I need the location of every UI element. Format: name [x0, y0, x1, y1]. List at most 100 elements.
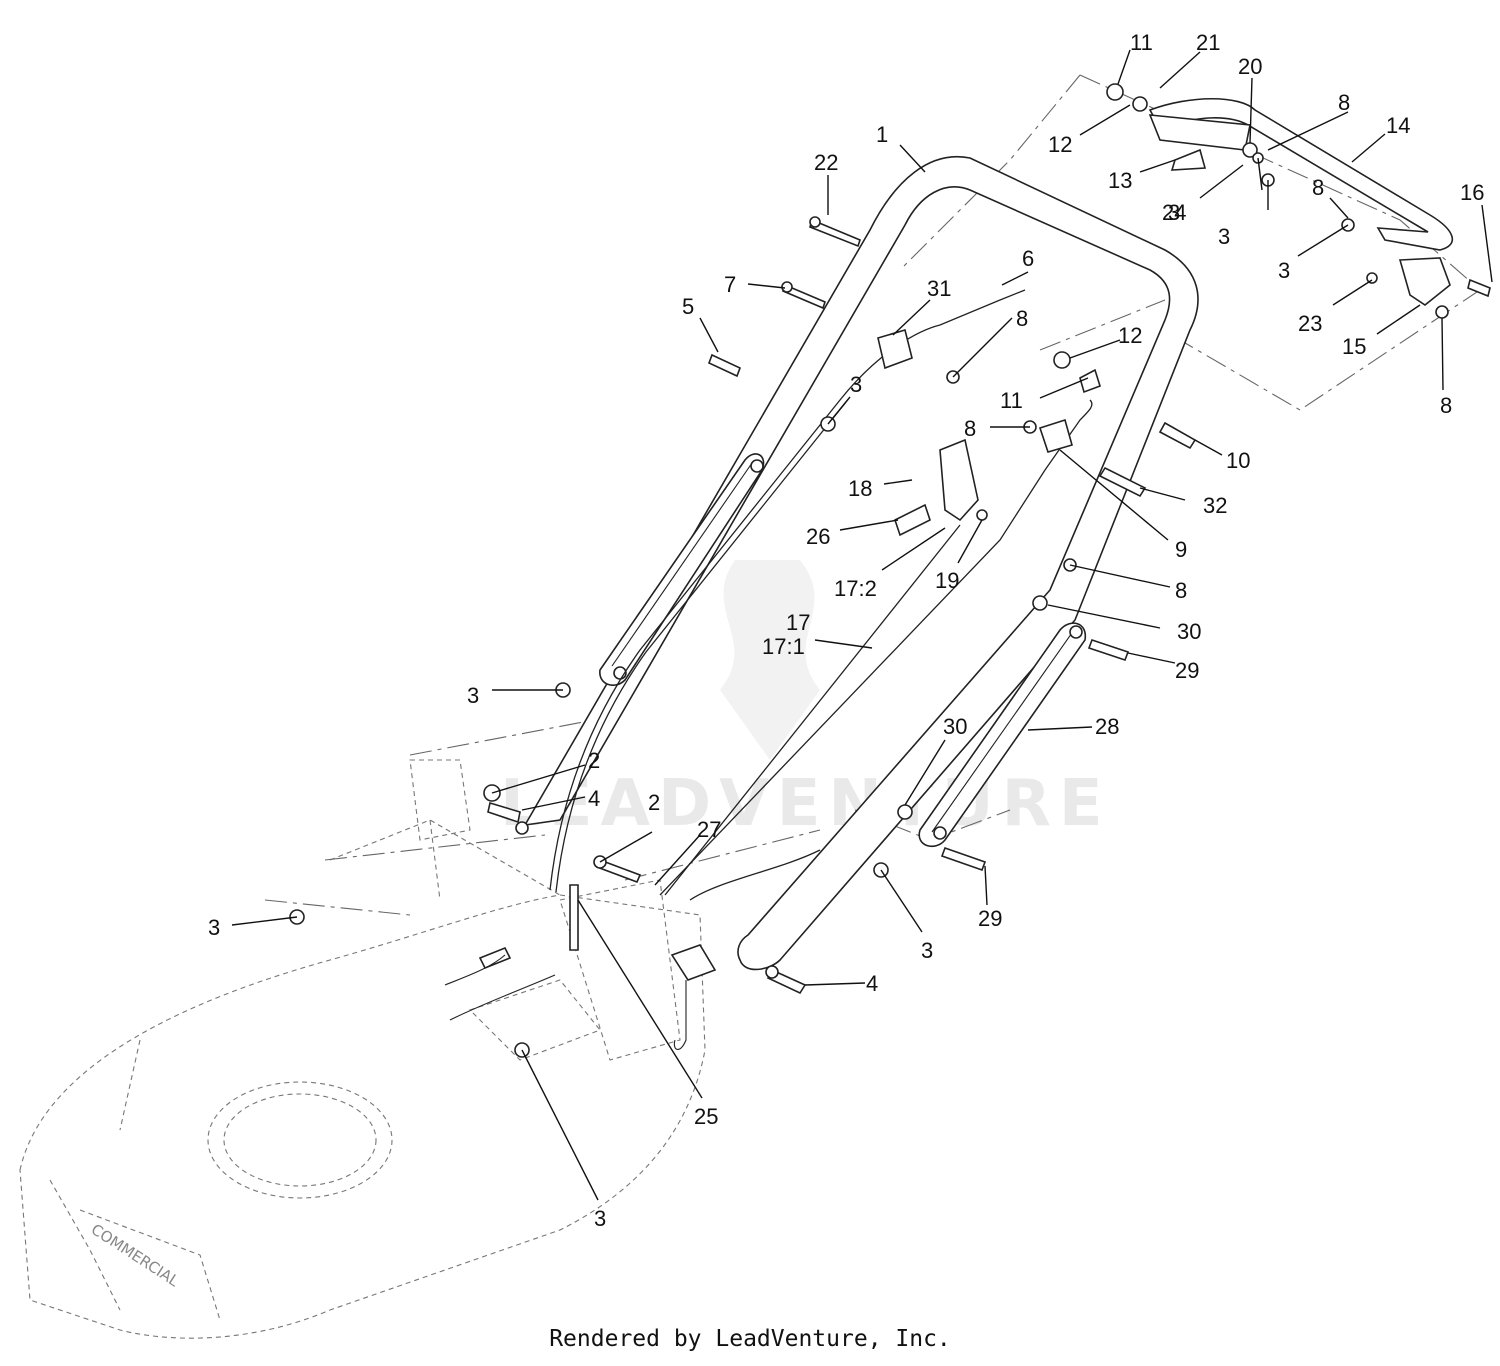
- svg-text:1: 1: [876, 122, 888, 147]
- svg-text:29: 29: [978, 906, 1002, 931]
- right-brace: [918, 622, 1086, 848]
- svg-text:32: 32: [1203, 493, 1227, 518]
- svg-text:3: 3: [1218, 224, 1230, 249]
- svg-text:8: 8: [1440, 393, 1452, 418]
- svg-text:9: 9: [1175, 537, 1187, 562]
- callout-21: 21: [1159, 30, 1220, 89]
- callout-28: 28: [1027, 714, 1119, 739]
- callout-32: 32: [1139, 487, 1227, 518]
- svg-text:24: 24: [1162, 200, 1186, 225]
- callout-4: 4: [804, 971, 878, 996]
- svg-text:3: 3: [1168, 200, 1180, 225]
- callout-12: 12: [1048, 104, 1131, 157]
- callout-3: 3: [880, 869, 933, 963]
- svg-text:8: 8: [1338, 90, 1350, 115]
- svg-text:17:2: 17:2: [834, 576, 877, 601]
- callout-1: 1: [876, 122, 926, 173]
- svg-text:11: 11: [1000, 388, 1023, 413]
- svg-text:15: 15: [1342, 334, 1366, 359]
- callout-8: 8: [1312, 175, 1349, 219]
- svg-text:16: 16: [1460, 180, 1484, 205]
- callout-22: 22: [814, 150, 838, 215]
- callout-12: 12: [1069, 323, 1142, 359]
- svg-text:18: 18: [848, 476, 872, 501]
- handle-tube: [523, 155, 1199, 971]
- svg-text:3: 3: [467, 683, 479, 708]
- callout-8: 8: [1069, 564, 1187, 603]
- svg-text:7: 7: [724, 272, 736, 297]
- callouts: 1 2 2 3 3 3 3 3 3 3 3 4 4 5 6 7 8 8 8 8 …: [208, 30, 1493, 1231]
- callout-5: 5: [682, 294, 719, 353]
- deck-brand-text: COMMERCIAL: [88, 1220, 183, 1290]
- svg-text:4: 4: [866, 971, 878, 996]
- callout-3: 3: [467, 683, 563, 708]
- callout-9: 9: [1059, 449, 1187, 562]
- callout-24: 24: [1162, 164, 1244, 225]
- svg-text:20: 20: [1238, 54, 1262, 79]
- callout-30: 30: [904, 714, 967, 806]
- svg-text:2: 2: [588, 748, 600, 773]
- svg-text:2: 2: [648, 790, 660, 815]
- callout-3: 3: [1168, 157, 1263, 225]
- callout-3: 3: [827, 372, 862, 425]
- callout-10: 10: [1194, 439, 1250, 473]
- callout-8: 8: [964, 416, 1030, 441]
- svg-text:3: 3: [1278, 258, 1290, 283]
- svg-text:26: 26: [806, 524, 830, 549]
- callout-13: 13: [1108, 159, 1176, 193]
- callout-3: 3: [1218, 180, 1269, 249]
- callout-17-2: 17:2: [834, 527, 946, 601]
- callout-27: 27: [654, 817, 721, 886]
- watermark-text: LEADVENTURE: [500, 767, 1111, 841]
- svg-text:3: 3: [921, 938, 933, 963]
- callout-4: 4: [521, 786, 600, 811]
- svg-text:13: 13: [1108, 168, 1132, 193]
- svg-text:8: 8: [1016, 306, 1028, 331]
- callout-19: 19: [935, 519, 983, 593]
- svg-text:29: 29: [1175, 658, 1199, 683]
- svg-text:30: 30: [1177, 619, 1201, 644]
- callout-3: 3: [521, 1049, 606, 1231]
- callout-16: 16: [1460, 180, 1493, 283]
- callout-11: 11: [1000, 377, 1089, 413]
- callout-29: 29: [1127, 652, 1199, 683]
- svg-text:3: 3: [594, 1206, 606, 1231]
- control-bail: [1106, 83, 1491, 319]
- callout-31: 31: [892, 276, 951, 336]
- svg-text:8: 8: [1175, 578, 1187, 603]
- callout-18: 18: [848, 476, 913, 501]
- footer-credit: Rendered by LeadVenture, Inc.: [549, 1326, 951, 1352]
- mower-deck: COMMERCIAL: [19, 759, 706, 1339]
- svg-text:23: 23: [1298, 311, 1322, 336]
- callout-6: 6: [1001, 246, 1034, 286]
- callout-8: 8: [1440, 317, 1452, 418]
- svg-text:8: 8: [964, 416, 976, 441]
- svg-text:25: 25: [694, 1104, 718, 1129]
- svg-text:4: 4: [588, 786, 600, 811]
- svg-text:8: 8: [1312, 175, 1324, 200]
- svg-text:30: 30: [943, 714, 967, 739]
- svg-text:28: 28: [1095, 714, 1119, 739]
- callout-2: 2: [491, 748, 600, 794]
- callout-3: 3: [1278, 224, 1349, 283]
- left-brace: [599, 453, 765, 686]
- callout-30: 30: [1047, 604, 1201, 644]
- callout-26: 26: [806, 519, 899, 549]
- control-cable: [549, 289, 1093, 901]
- callout-17-1: 17:1: [762, 634, 805, 659]
- svg-text:17: 17: [786, 610, 810, 635]
- cable-hardware: [444, 328, 1073, 1050]
- callout-14: 14: [1351, 113, 1410, 163]
- svg-text:22: 22: [814, 150, 838, 175]
- callout-2: 2: [599, 790, 660, 863]
- svg-text:3: 3: [208, 915, 220, 940]
- callout-15: 15: [1342, 304, 1421, 359]
- callout-17: 17: [786, 610, 873, 649]
- svg-text:5: 5: [682, 294, 694, 319]
- callout-3: 3: [208, 915, 298, 940]
- svg-text:21: 21: [1196, 30, 1220, 55]
- callout-7: 7: [724, 272, 786, 297]
- callout-8: 8: [952, 306, 1028, 378]
- watermark: LEADVENTURE: [500, 560, 1111, 841]
